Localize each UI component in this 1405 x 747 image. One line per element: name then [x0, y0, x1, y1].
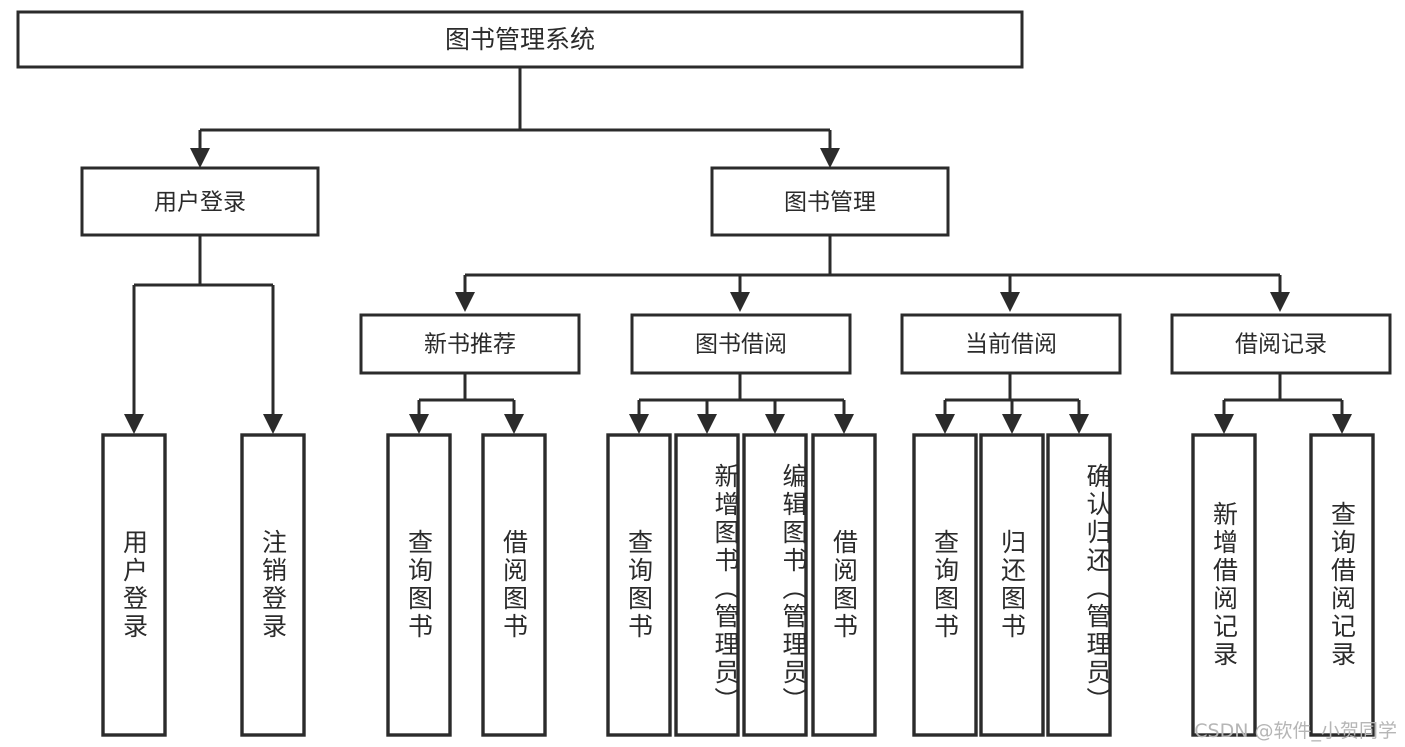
arrowhead-leaf-user-login — [124, 414, 144, 434]
edges-current-borrow-to-leaves — [935, 373, 1089, 434]
edges-borrow-record-to-leaves — [1214, 373, 1352, 434]
edges-book-borrow-to-leaves — [629, 373, 854, 434]
arrowhead-borrow-record — [1270, 292, 1290, 312]
leaf-boxes-user-login — [101, 433, 306, 737]
leaf-box-borrow-book-bb[interactable] — [811, 433, 877, 737]
leaf-box-user-login[interactable] — [101, 433, 167, 737]
node-current-borrow-label: 当前借阅 — [965, 332, 1057, 358]
arrowhead-nb-leaf2 — [504, 414, 524, 434]
edges-root-to-level2 — [190, 67, 840, 168]
leaf-box-query-borrow-record[interactable] — [1309, 433, 1375, 737]
node-current-borrow-box[interactable] — [900, 313, 1122, 375]
leaf-boxes-new-book-recommend — [386, 433, 547, 737]
leaf-box-return-book[interactable] — [979, 433, 1045, 737]
node-root-label: 图书管理系统 — [445, 25, 595, 54]
arrowhead-nb-leaf1 — [409, 414, 429, 434]
leaf-box-confirm-return-admin[interactable] — [1046, 433, 1112, 737]
node-book-manage[interactable]: 图书管理 — [710, 166, 950, 237]
node-root[interactable]: 图书管理系统 — [16, 10, 1024, 69]
edges-user-login-to-leaves — [124, 235, 283, 434]
arrowhead-bb-leaf3 — [765, 414, 785, 434]
node-book-borrow-box[interactable] — [630, 313, 852, 375]
node-new-book-recommend-box[interactable] — [359, 313, 581, 375]
arrowhead-book-borrow — [730, 292, 750, 312]
arrowhead-br-leaf1 — [1214, 414, 1234, 434]
node-book-borrow[interactable]: 图书借阅 — [630, 313, 852, 375]
leaf-boxes-current-borrow — [912, 433, 1112, 737]
leaf-box-add-borrow-record[interactable] — [1191, 433, 1257, 737]
arrowhead-bb-leaf1 — [629, 414, 649, 434]
arrowhead-current-borrow — [1000, 292, 1020, 312]
arrowhead-cb-leaf1 — [935, 414, 955, 434]
edges-new-book-to-leaves — [409, 373, 524, 434]
arrowhead-bb-leaf4 — [834, 414, 854, 434]
leaf-box-query-book-nb[interactable] — [386, 433, 452, 737]
node-borrow-record[interactable]: 借阅记录 — [1170, 313, 1392, 375]
leaf-box-query-book-bb[interactable] — [606, 433, 672, 737]
arrowhead-new-book — [455, 292, 475, 312]
node-book-manage-box[interactable] — [710, 166, 950, 237]
arrowhead-cb-leaf2 — [1002, 414, 1022, 434]
arrowhead-book-manage — [820, 148, 840, 168]
leaf-box-query-book-cb[interactable] — [912, 433, 978, 737]
arrowhead-cb-leaf3 — [1069, 414, 1089, 434]
node-user-login[interactable]: 用户登录 — [80, 166, 320, 237]
node-borrow-record-label: 借阅记录 — [1235, 332, 1327, 358]
node-new-book-recommend[interactable]: 新书推荐 — [359, 313, 581, 375]
leaf-boxes-book-borrow — [606, 433, 877, 737]
arrowhead-leaf-logout — [263, 414, 283, 434]
node-book-borrow-label: 图书借阅 — [695, 332, 787, 358]
node-user-login-label: 用户登录 — [154, 190, 246, 216]
leaf-box-add-book-admin[interactable] — [674, 433, 740, 737]
leaf-box-logout[interactable] — [240, 433, 306, 737]
arrowhead-bb-leaf2 — [697, 414, 717, 434]
node-user-login-box[interactable] — [80, 166, 320, 237]
edges-book-manage-to-level3 — [455, 235, 1290, 312]
node-new-book-recommend-label: 新书推荐 — [424, 332, 516, 358]
node-root-box[interactable] — [16, 10, 1024, 69]
node-current-borrow[interactable]: 当前借阅 — [900, 313, 1122, 375]
node-book-manage-label: 图书管理 — [784, 190, 876, 216]
watermark: CSDN @软件_小贺同学 — [1194, 720, 1397, 742]
arrowhead-user-login — [190, 148, 210, 168]
leaf-boxes-borrow-record — [1191, 433, 1375, 737]
arrowhead-br-leaf2 — [1332, 414, 1352, 434]
node-borrow-record-box[interactable] — [1170, 313, 1392, 375]
leaf-box-borrow-book-nb[interactable] — [481, 433, 547, 737]
leaf-box-edit-book-admin[interactable] — [742, 433, 808, 737]
